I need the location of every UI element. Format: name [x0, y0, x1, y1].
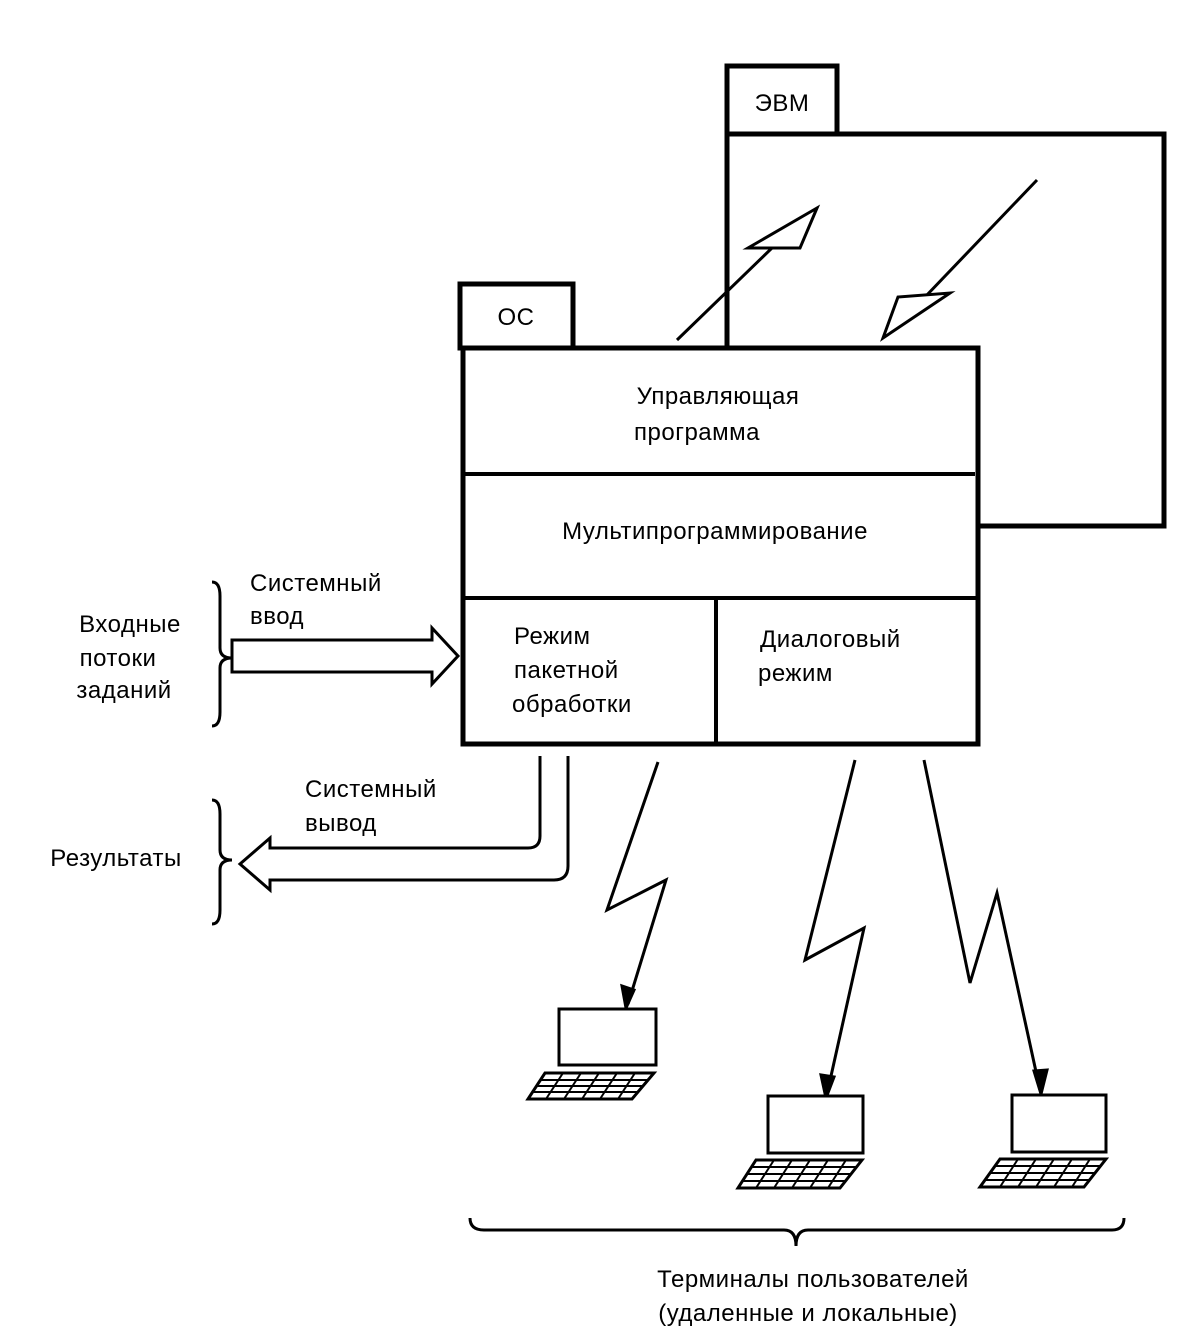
system-output-line1: Системный [305, 776, 437, 803]
link-terminal-3 [922, 759, 1042, 1091]
batch-mode-line3: обработки [512, 691, 632, 718]
terminals-caption-line2: (удаленные и локальные) [658, 1300, 958, 1327]
evm-frame [724, 63, 1167, 529]
os-box [457, 281, 981, 747]
system-input-line2: ввод [250, 603, 304, 630]
job-streams-line2: потоки [80, 645, 157, 672]
down-arrow-shaft [923, 178, 1039, 299]
link-terminal-2-arrowhead-icon [819, 1073, 837, 1104]
control-program-line2: программа [634, 419, 760, 446]
multiprogramming-label: Мультипрограммирование [562, 518, 868, 545]
terminal-links [604, 759, 1049, 1104]
input-brace [211, 580, 233, 728]
control-program-line1: Управляющая [637, 383, 800, 410]
dialog-mode-line2: режим [758, 660, 833, 687]
batch-mode-line1: Режим [514, 623, 591, 650]
up-arrow-shaft [675, 245, 775, 342]
link-terminal-2 [802, 759, 867, 1095]
system-output-arrow-icon [237, 756, 570, 894]
link-terminal-3-arrowhead-icon [1032, 1068, 1049, 1100]
os-outline [460, 345, 981, 747]
link-terminal-1 [604, 761, 669, 1005]
terminal-1-icon [525, 1007, 658, 1101]
up-arrow-icon [742, 204, 821, 250]
os-label: ОС [498, 304, 535, 331]
terminal-2-icon [735, 1094, 866, 1190]
evm-outline [724, 131, 1167, 529]
system-input-line1: Системный [250, 570, 382, 597]
terminals-brace [468, 1217, 1126, 1247]
link-terminal-1-arrowhead-icon [620, 983, 637, 1014]
output-brace [211, 798, 233, 926]
job-streams-line3: заданий [76, 677, 171, 704]
evm-label: ЭВМ [755, 90, 810, 117]
system-input-arrow-icon [230, 624, 461, 688]
os-evm-exchange [675, 178, 1039, 342]
terminals-caption-line1: Терминалы пользователей [657, 1266, 969, 1293]
batch-mode-line2: пакетной [514, 657, 619, 684]
job-streams-line1: Входные [79, 611, 181, 638]
dialog-mode-line1: Диалоговый [760, 626, 901, 653]
down-arrow-icon [880, 291, 956, 342]
results-label: Результаты [50, 845, 181, 872]
terminal-3-icon [977, 1093, 1110, 1189]
system-output-line2: вывод [305, 810, 377, 837]
